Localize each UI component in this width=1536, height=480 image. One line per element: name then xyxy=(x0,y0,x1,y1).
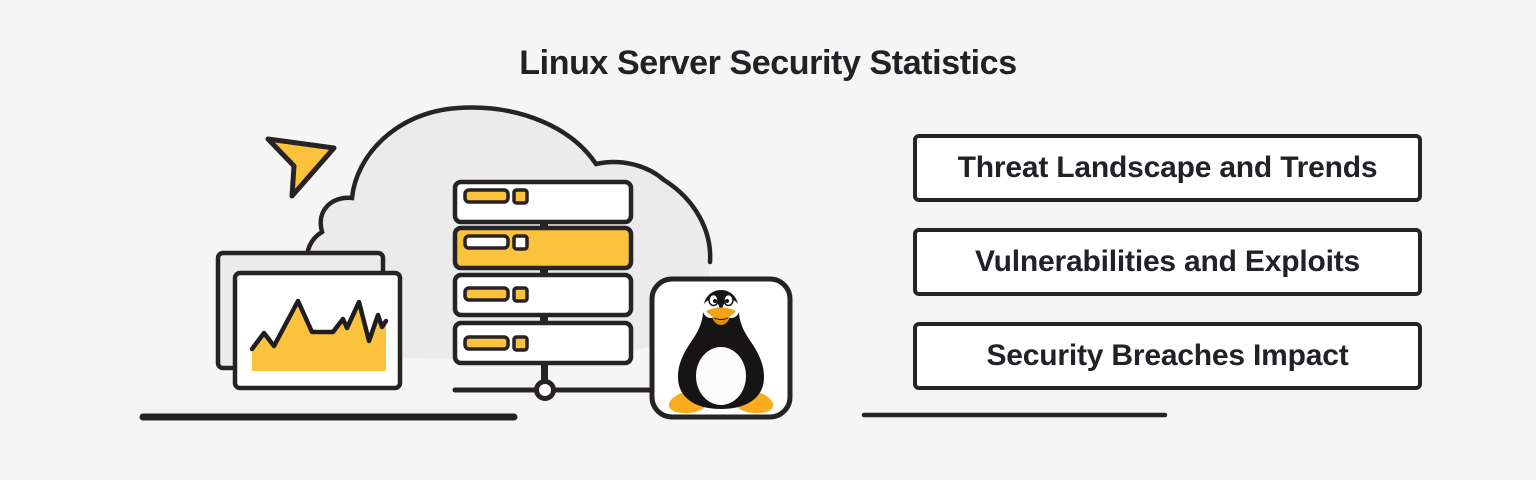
server-led-square xyxy=(512,188,529,205)
server-led-bar xyxy=(463,286,510,302)
topic-label: Threat Landscape and Trends xyxy=(957,151,1378,184)
server-stack-icon xyxy=(452,179,655,401)
tux-icon xyxy=(668,290,774,414)
server-led-square xyxy=(512,234,529,251)
server-row xyxy=(452,272,634,318)
topic-box-security-breaches: Security Breaches Impact xyxy=(913,322,1422,390)
network-node-icon xyxy=(534,379,556,401)
tux-card xyxy=(649,276,793,420)
server-connector xyxy=(540,266,548,278)
topic-box-vulnerabilities: Vulnerabilities and Exploits xyxy=(913,228,1422,296)
area-chart-line xyxy=(249,298,389,352)
chart-thumbnail-icon xyxy=(215,250,403,391)
cursor-icon xyxy=(265,136,337,199)
server-led-square xyxy=(512,335,529,352)
topic-box-threat-landscape: Threat Landscape and Trends xyxy=(913,134,1422,202)
server-led-bar xyxy=(463,188,510,204)
server-row xyxy=(452,179,634,225)
topic-label: Security Breaches Impact xyxy=(986,339,1349,372)
area-chart xyxy=(249,298,389,371)
server-connector xyxy=(541,361,548,383)
server-led-bar xyxy=(463,335,510,351)
server-connector xyxy=(540,313,548,325)
server-led-bar xyxy=(463,234,510,250)
server-row xyxy=(452,320,634,366)
server-row-highlighted xyxy=(452,225,634,271)
topic-label: Vulnerabilities and Exploits xyxy=(974,245,1361,278)
page-title: Linux Server Security Statistics xyxy=(519,44,1017,82)
server-led-square xyxy=(512,286,529,303)
cloud-outline xyxy=(304,105,713,283)
